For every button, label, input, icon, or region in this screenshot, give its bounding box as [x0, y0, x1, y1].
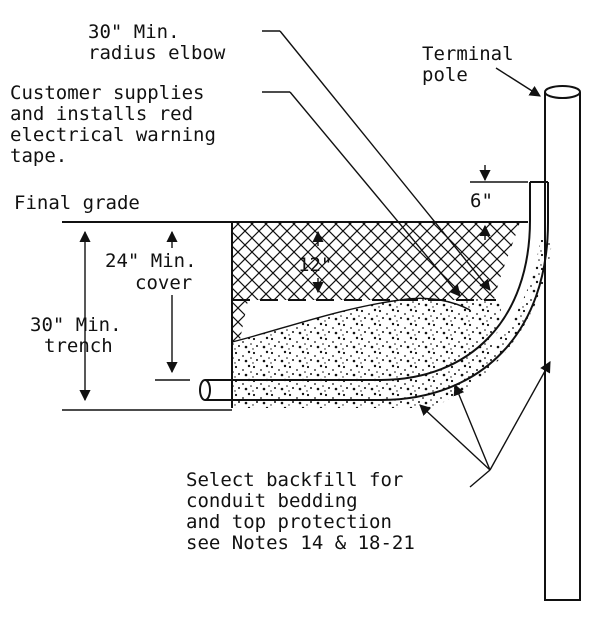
backfill-label-line4: see Notes 14 & 18-21: [186, 532, 415, 554]
trench-label-line2: trench: [44, 335, 113, 357]
leader-lines: [262, 30, 551, 488]
backfill-label-line3: and top protection: [186, 511, 392, 533]
final-grade-label: Final grade: [14, 192, 140, 214]
pole-label-line1: Terminal: [422, 43, 514, 65]
pole-label-line2: pole: [422, 64, 468, 86]
tape-label-line3: electrical warning: [10, 124, 216, 146]
select-backfill: [231, 240, 552, 408]
six-inch-label: 6": [470, 190, 493, 212]
tape-label-line2: and installs red: [10, 103, 193, 125]
cover-label-line2: cover: [135, 272, 192, 294]
conduit-elbow: [199, 181, 549, 401]
trench-label-line1: 30" Min.: [30, 314, 122, 336]
tape-depth-label: 12": [298, 254, 332, 276]
elbow-label-line1: 30" Min.: [88, 21, 180, 43]
backfill-label-line2: conduit bedding: [186, 490, 358, 512]
tape-label-line1: Customer supplies: [10, 82, 204, 104]
elbow-label-line2: radius elbow: [88, 42, 226, 64]
backfill-label-line1: Select backfill for: [186, 469, 403, 491]
six-inch-dimension: [470, 165, 528, 240]
cover-label-line1: 24" Min.: [105, 250, 197, 272]
tape-label-line4: tape.: [10, 145, 67, 167]
terminal-pole: [544, 85, 581, 601]
